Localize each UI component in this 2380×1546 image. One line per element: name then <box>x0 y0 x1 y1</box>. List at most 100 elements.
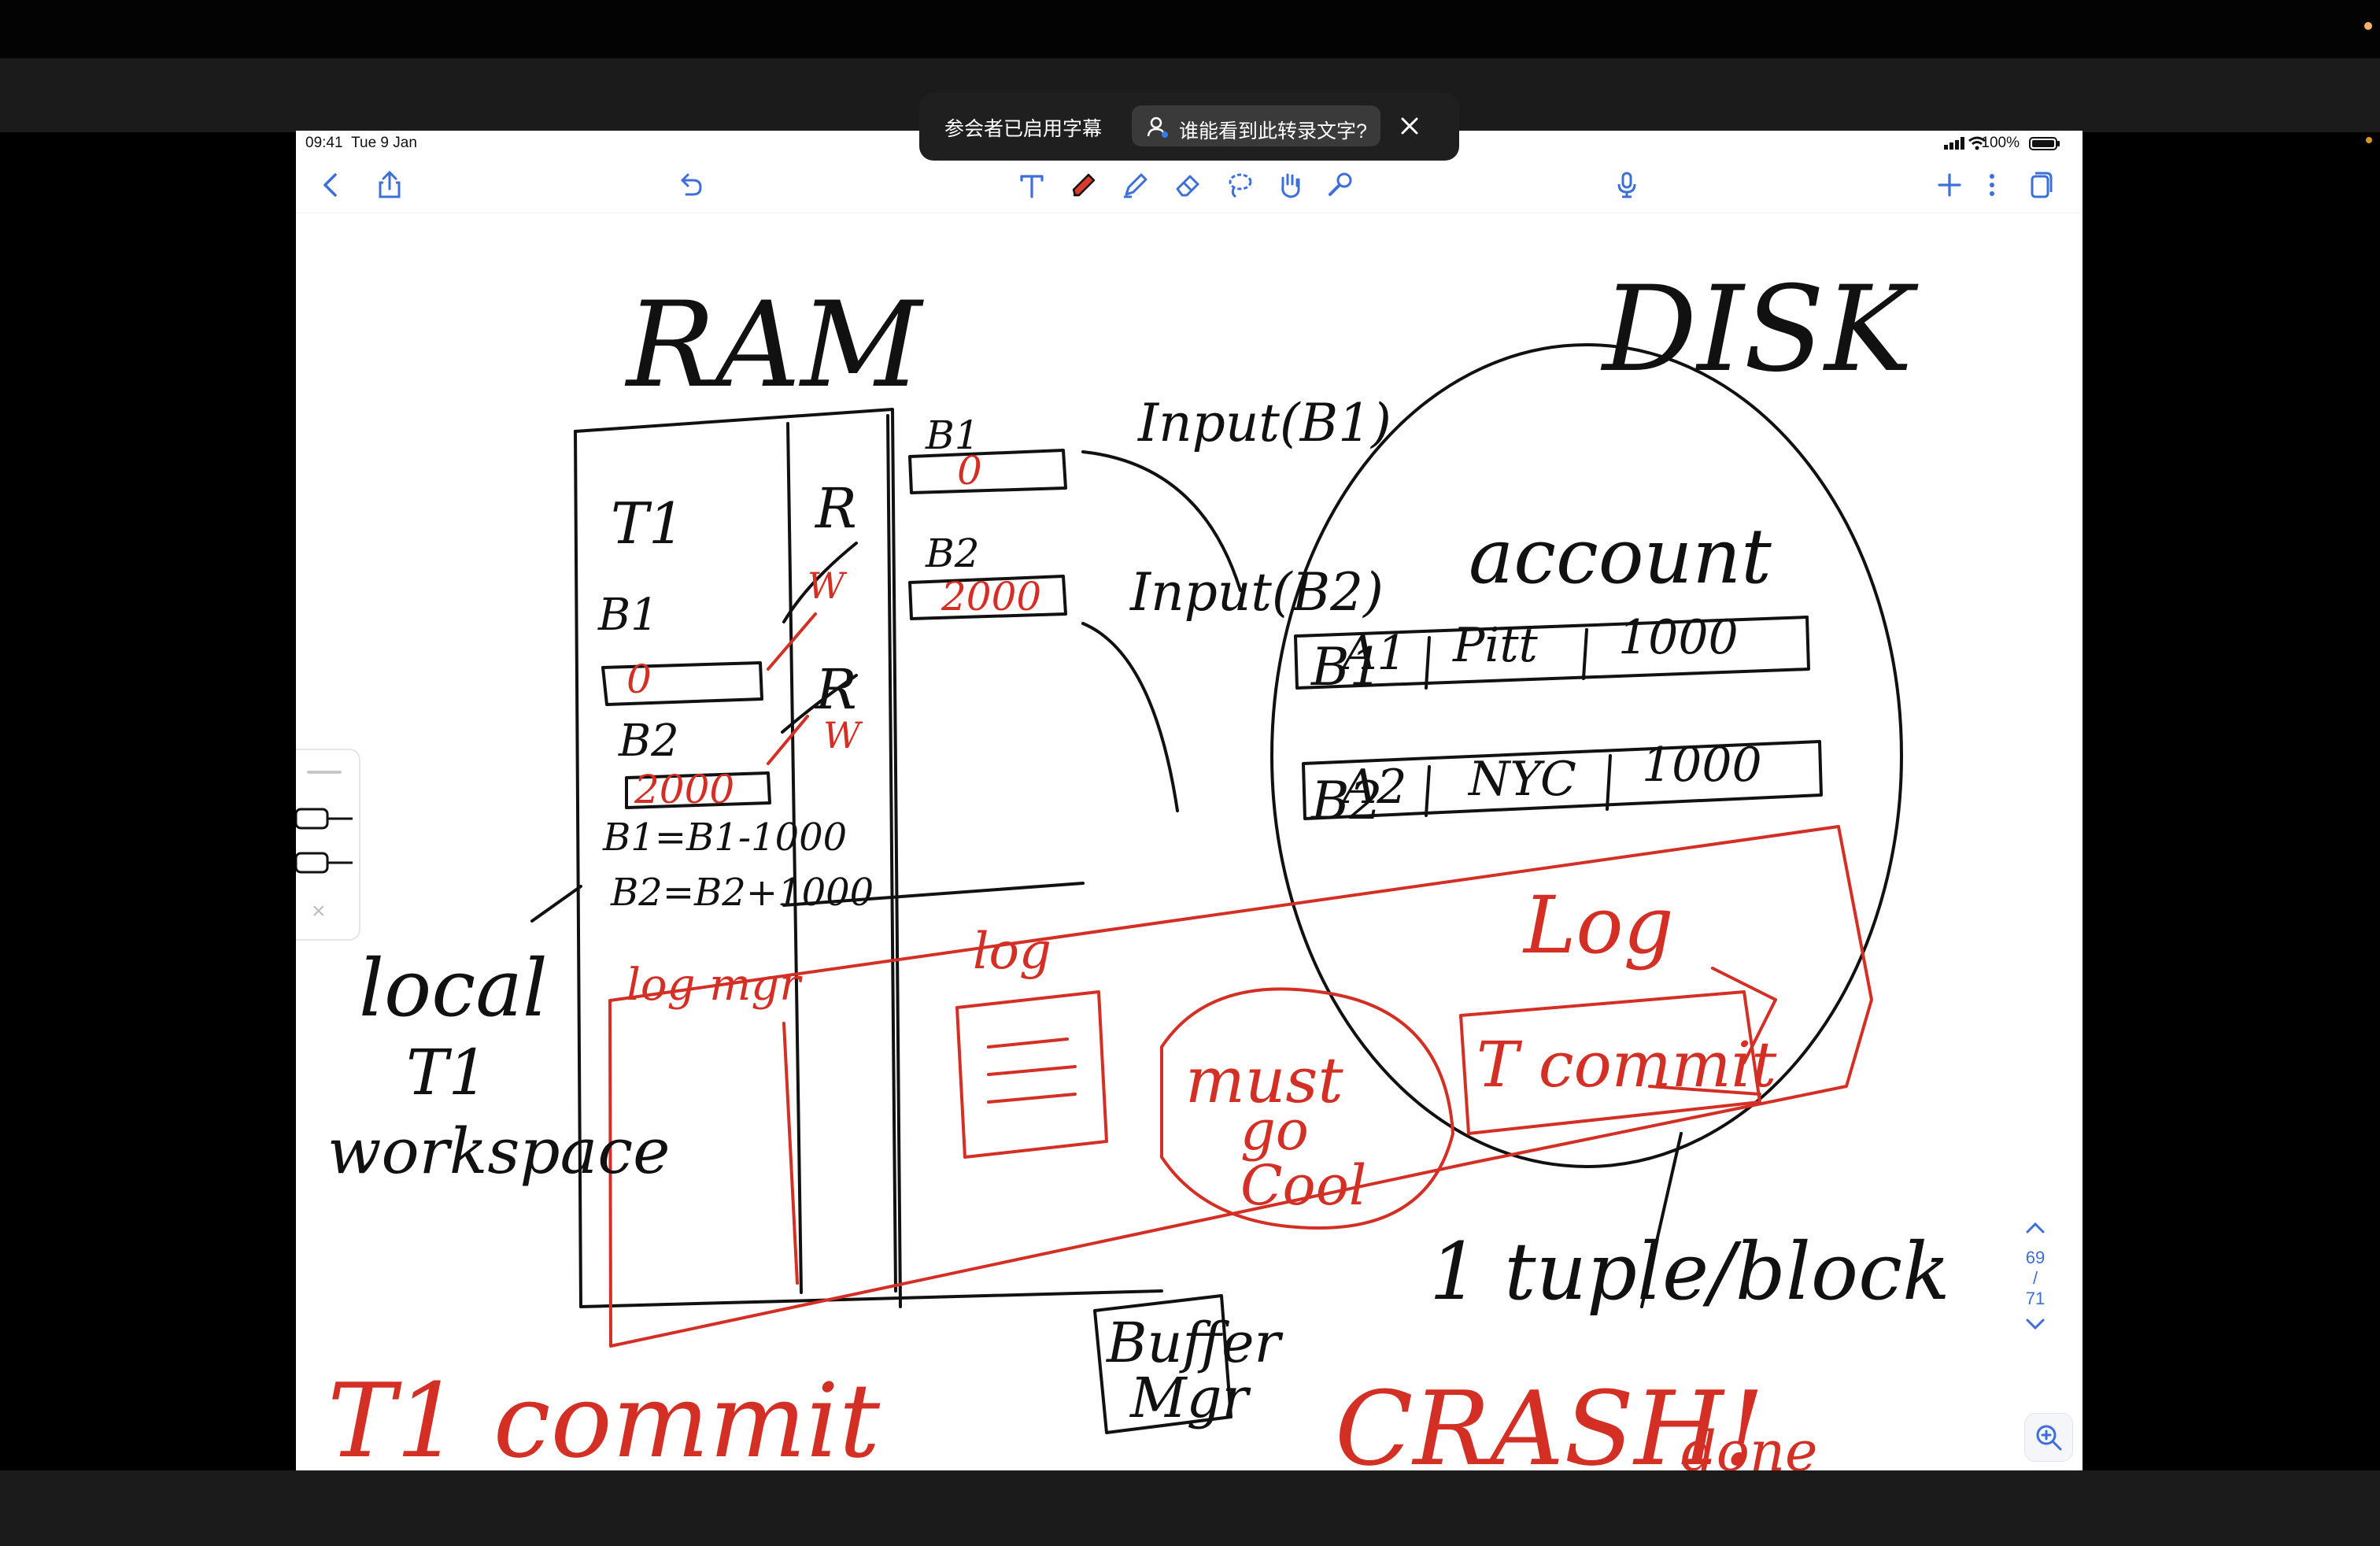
page-separator: / <box>2032 1268 2038 1288</box>
local-label: local <box>359 942 548 1034</box>
t1-ws-label: T1 <box>406 1036 488 1109</box>
pages-button[interactable] <box>2020 165 2059 205</box>
log-disk-label: Log <box>1522 879 1674 971</box>
laser-pointer-button[interactable] <box>1321 165 1360 205</box>
disk-label: DISK <box>1600 261 1919 398</box>
b2-label: B2 <box>618 716 679 767</box>
lasso-tool-button[interactable] <box>1220 165 1259 205</box>
close-icon[interactable] <box>1393 109 1426 142</box>
hand-tool-icon <box>1281 173 1300 198</box>
share-icon <box>379 170 401 198</box>
page-up-button[interactable] <box>2010 1213 2060 1243</box>
mgr-label: Mgr <box>1129 1366 1251 1430</box>
pen-tool-button[interactable] <box>1064 165 1103 205</box>
pen-preset-2-icon[interactable] <box>296 849 353 876</box>
buffer-label: Buffer <box>1105 1311 1284 1375</box>
done-label: done <box>1681 1419 1817 1470</box>
chevron-left-icon <box>323 173 337 197</box>
row1-amount: 1000 <box>1618 610 1739 665</box>
log-mgr-label: log mgr <box>626 960 803 1011</box>
current-page: 69 <box>2025 1248 2046 1267</box>
crash-label: CRASH! <box>1335 1369 1765 1470</box>
zoom-in-icon <box>2036 1425 2062 1451</box>
b2-buffer-label: B2 <box>925 531 980 576</box>
undo-button[interactable] <box>671 165 710 205</box>
lasso-tool-icon <box>1229 173 1252 198</box>
status-bar: 09:41 Tue 9 Jan 100% <box>296 131 2082 157</box>
more-vertical-icon <box>1990 174 1994 196</box>
microphone-icon <box>1617 172 1636 198</box>
pages-icon <box>2031 172 2053 198</box>
page-navigator: 69 / 71 <box>2010 1213 2060 1344</box>
who-can-see-button[interactable]: 谁能看到此转录文字? <box>1132 105 1380 146</box>
battery-icon <box>2029 137 2060 150</box>
t-commit-label: T commit <box>1476 1028 1777 1101</box>
caption-banner: 参会者已启用字幕 谁能看到此转录文字? <box>919 93 1459 161</box>
r-label-2: R <box>814 657 857 722</box>
battery-percent: 100% <box>1981 135 2020 151</box>
pen-tool-icon <box>1072 173 1096 197</box>
more-button[interactable] <box>1972 165 2012 205</box>
w-label-2: W <box>823 714 863 756</box>
signal-icon <box>1944 137 1964 150</box>
b1-disk-label: B1 <box>1310 637 1383 697</box>
microphone-button[interactable] <box>1607 165 1646 205</box>
must-go-1: must <box>1185 1044 1343 1117</box>
note-canvas[interactable]: RAM DISK T1 B1 B2 R R B1 B2 B1=B1-1000 B… <box>296 213 2082 1470</box>
disk-oval <box>1270 343 1903 1168</box>
handwriting-layer: RAM DISK T1 B1 B2 R R B1 B2 B1=B1-1000 B… <box>327 261 1950 1470</box>
b1-label: B1 <box>597 590 659 641</box>
user-icon <box>1147 117 1168 138</box>
log-buffer-outline <box>608 825 1873 1348</box>
log-buffer-label: log <box>973 923 1051 981</box>
b2-disk-label: B2 <box>1310 771 1383 831</box>
eraser-tool-icon <box>1176 175 1199 197</box>
row2-id: A2 <box>1339 760 1407 815</box>
highlighter-tool-button[interactable] <box>1116 165 1155 205</box>
input-b2-label: Input(B2) <box>1129 562 1384 623</box>
total-pages: 71 <box>2025 1289 2046 1308</box>
pen-preset-1-icon[interactable] <box>296 805 353 832</box>
b2-buffer-value: 2000 <box>941 574 1041 620</box>
camera-indicator-dot <box>2364 22 2372 30</box>
tuple-block-label: 1 tuple/block <box>1429 1226 1950 1318</box>
ram-frame-left <box>574 430 582 1308</box>
row2-amount: 1000 <box>1642 738 1762 793</box>
eq1-label: B1=B1-1000 <box>602 816 847 860</box>
panel-close-icon[interactable]: × <box>312 898 326 924</box>
highlighter-tool-icon <box>1124 173 1148 198</box>
hand-tool-button[interactable] <box>1270 165 1310 205</box>
ram-frame-right <box>574 408 902 1308</box>
t1-commit-bottom: T1 commit <box>327 1361 881 1470</box>
zoom-button[interactable] <box>2024 1413 2073 1462</box>
account-label: account <box>1469 512 1772 601</box>
b1-buffer-label: B1 <box>925 412 980 458</box>
back-button[interactable] <box>312 165 351 205</box>
w-label-1: W <box>808 564 848 607</box>
input-b1-label: Input(B1) <box>1137 393 1391 453</box>
must-go-2: go <box>1240 1098 1309 1163</box>
pen-settings-panel[interactable]: × <box>296 749 360 941</box>
text-tool-button[interactable] <box>1012 165 1051 205</box>
row1-id: A1 <box>1339 626 1407 681</box>
row2-city: NYC <box>1467 752 1576 807</box>
add-page-button[interactable] <box>1930 165 1969 205</box>
page-down-button[interactable] <box>2010 1309 2060 1339</box>
status-time: 09:41 Tue 9 Jan <box>305 135 417 151</box>
ram-label: RAM <box>624 277 924 414</box>
panel-divider <box>307 771 342 774</box>
zoom-bottom-bar <box>0 1470 2380 1546</box>
text-tool-icon <box>1020 175 1044 198</box>
t1-label: T1 <box>611 490 685 557</box>
b1-value: 0 <box>626 656 652 702</box>
eraser-tool-button[interactable] <box>1168 165 1207 205</box>
recording-indicator-dot <box>2366 137 2372 143</box>
workspace-label: workspace <box>327 1115 670 1188</box>
ipad-screen: 09:41 Tue 9 Jan 100% <box>296 131 2082 1470</box>
undo-icon <box>680 173 702 196</box>
b1-buffer-value: 0 <box>957 448 982 494</box>
wifi-icon <box>1968 136 1986 150</box>
who-can-see-label: 谁能看到此转录文字? <box>1179 120 1367 142</box>
share-button[interactable] <box>370 165 409 205</box>
notes-toolbar <box>296 157 2082 213</box>
